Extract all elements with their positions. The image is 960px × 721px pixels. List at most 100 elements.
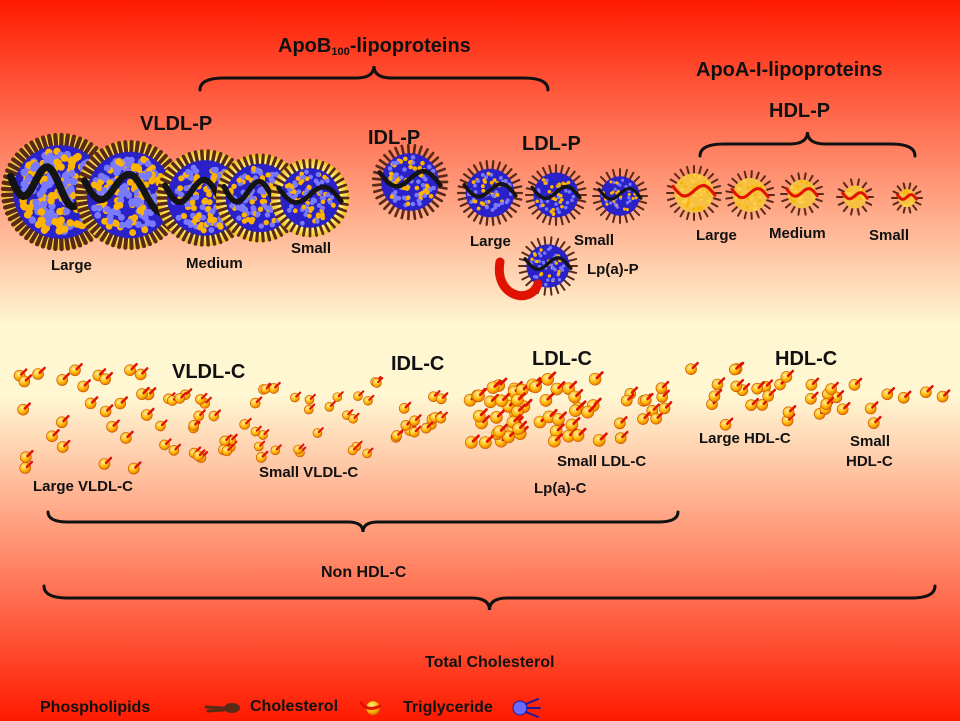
cholesterol-molecule bbox=[568, 388, 584, 404]
cholesterol-molecule bbox=[640, 392, 654, 406]
cholesterol-molecule bbox=[762, 388, 777, 402]
cholesterol-molecule bbox=[219, 434, 232, 447]
cholesterol-molecule bbox=[174, 391, 187, 404]
small-hdl-c-label-line2: HDL-C bbox=[846, 453, 893, 470]
cholesterol-molecule bbox=[260, 383, 272, 395]
cholesterol-molecule bbox=[588, 371, 604, 386]
cholesterol-molecule bbox=[98, 456, 113, 470]
cholesterol-molecule bbox=[728, 362, 743, 376]
cholesterol-molecule bbox=[685, 361, 699, 375]
cholesterol-molecule bbox=[249, 396, 263, 409]
ldl-small-particle bbox=[524, 163, 588, 227]
legend-cholesterol-label: Cholesterol bbox=[250, 698, 339, 715]
cholesterol-molecule bbox=[348, 412, 360, 424]
vldl-c-label: VLDL-C bbox=[172, 361, 246, 383]
cholesterol-molecule bbox=[730, 379, 745, 393]
hdl-small-particle-2 bbox=[891, 182, 923, 214]
lpa-c-label: Lp(a)-C bbox=[534, 480, 587, 497]
large-vldl-c-label: Large VLDL-C bbox=[33, 478, 134, 495]
idl-c-label: IDL-C bbox=[391, 353, 445, 375]
cholesterol-molecule bbox=[208, 409, 221, 422]
legend-phospholipids-label: Phospholipids bbox=[40, 699, 151, 716]
cholesterol-molecule bbox=[493, 423, 508, 438]
cholesterol-molecule bbox=[347, 444, 359, 456]
cholesterol-molecule bbox=[391, 428, 404, 441]
cholesterol-molecule bbox=[114, 396, 129, 410]
hdl-large-label: Large bbox=[696, 227, 737, 244]
cholesterol-molecule bbox=[134, 367, 149, 381]
cholesterol-molecule bbox=[867, 415, 882, 429]
braces bbox=[42, 65, 937, 611]
hdl-small-particle bbox=[836, 178, 874, 216]
cholesterol-molecule bbox=[751, 381, 765, 395]
cholesterol-molecule bbox=[372, 377, 384, 388]
cholesterol-molecule bbox=[268, 381, 281, 394]
cholesterol-molecule bbox=[565, 416, 581, 432]
cholesterol-molecule bbox=[571, 427, 587, 442]
hdl-small-label: Small bbox=[869, 227, 910, 244]
cholesterol-molecule bbox=[711, 377, 726, 391]
cholesterol-molecule bbox=[655, 380, 670, 394]
cholesterol-molecule bbox=[637, 411, 651, 425]
cholesterol-molecule bbox=[136, 386, 150, 400]
cholesterol-molecule bbox=[99, 404, 114, 418]
cholesterol-molecule bbox=[312, 427, 324, 438]
cholesterol-molecule bbox=[486, 379, 502, 394]
cholesterol-molecule bbox=[820, 396, 835, 410]
large-hdl-c-label: Large HDL-C bbox=[699, 430, 791, 447]
cholesterol-molecule bbox=[270, 444, 282, 456]
cholesterol-molecule bbox=[84, 396, 99, 410]
cholesterol-molecule bbox=[472, 387, 488, 403]
cholesterol-molecule bbox=[127, 461, 142, 475]
cholesterol-molecule bbox=[193, 449, 206, 462]
cholesterol-molecule bbox=[362, 447, 374, 459]
cholesterol-molecule bbox=[293, 443, 305, 455]
cholesterol-molecule bbox=[581, 404, 597, 419]
apob-lipoproteins-title: ApoB100-lipoproteins bbox=[278, 35, 471, 58]
cholesterol-molecule bbox=[614, 430, 629, 444]
legend-icons bbox=[204, 698, 541, 718]
apob-brace bbox=[198, 65, 550, 92]
cholesterol-molecule bbox=[56, 439, 71, 453]
cholesterol-molecule bbox=[745, 397, 760, 411]
cholesterol-molecule bbox=[253, 440, 266, 452]
cholesterol-molecule bbox=[17, 402, 31, 416]
cholesterol-molecule bbox=[408, 425, 422, 438]
cholesterol-molecule bbox=[69, 362, 83, 377]
vldl-small-particle bbox=[270, 158, 350, 238]
cholesterol-molecule bbox=[541, 371, 557, 386]
cholesterol-molecule bbox=[512, 420, 528, 436]
hdl-p-label: HDL-P bbox=[769, 100, 831, 122]
idl-particle bbox=[371, 143, 449, 221]
cholesterol-icon bbox=[359, 700, 382, 716]
lpa-p-label: Lp(a)-P bbox=[587, 261, 639, 278]
cholesterol-molecule bbox=[19, 460, 34, 474]
hdl-medium-particle bbox=[780, 172, 824, 216]
cholesterol-molecule bbox=[864, 401, 879, 415]
cholesterol-molecule bbox=[782, 404, 797, 419]
cholesterol-molecule bbox=[658, 401, 673, 415]
cholesterol-molecule bbox=[398, 401, 412, 414]
cholesterol-molecule bbox=[569, 402, 584, 417]
cholesterol-molecule bbox=[290, 391, 302, 403]
cholesterol-molecule bbox=[490, 409, 505, 424]
cholesterol-molecule bbox=[550, 381, 566, 396]
cholesterol-molecule bbox=[19, 449, 34, 464]
cholesterol-molecule bbox=[332, 391, 344, 402]
vldl-large-label: Large bbox=[51, 257, 92, 274]
cholesterol-molecule bbox=[56, 372, 71, 386]
cholesterol-molecule bbox=[159, 438, 172, 451]
ldl-small-particle-2 bbox=[592, 168, 648, 224]
cholesterol-molecule bbox=[805, 391, 819, 405]
cholesterol-molecule bbox=[825, 381, 839, 395]
cholesterol-molecule bbox=[140, 407, 155, 421]
cholesterol-molecule bbox=[465, 434, 480, 449]
cholesterol-molecule bbox=[548, 433, 563, 448]
ldl-large-particle bbox=[456, 160, 524, 226]
cholesterol-molecule bbox=[848, 377, 863, 391]
hdl-large-particle bbox=[666, 165, 722, 221]
hdl-c-label: HDL-C bbox=[775, 348, 838, 370]
